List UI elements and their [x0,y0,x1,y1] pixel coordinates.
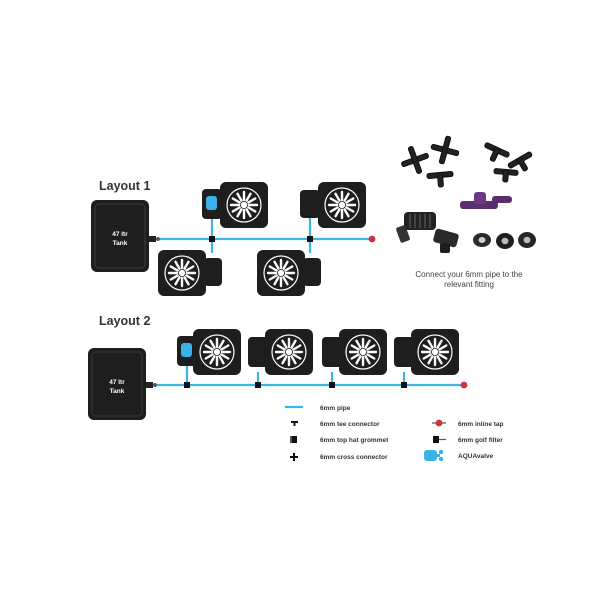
tee-connector-icon [255,382,261,388]
tee-connector-icon [484,142,510,162]
legend-item-tee: 6mm tee connector [291,421,380,428]
legend-item-cross: 6mm cross connector [290,453,388,461]
layout1-tank: 47 ltr Tank [91,200,149,272]
tee-connector-icon [426,171,454,188]
aquavalve-icon [181,343,192,357]
inline-tap-icon [368,235,376,243]
legend-label-inline-tap: 6mm inline tap [458,421,504,428]
legend-item-inline-tap: 6mm inline tap [432,419,504,428]
layout2-pot-2 [248,329,313,375]
golf-filter-icon [433,436,446,443]
legend-label-grommet: 6mm top hat grommet [320,437,389,444]
layout1-tank-label-line2: Tank [113,240,128,247]
legend: 6mm pipe 6mm tee connector 6mm top hat g… [285,405,504,462]
tee-connector-icon [291,421,298,426]
layout2-tank-label-line1: 47 ltr [109,379,125,386]
legend-item-grommet: 6mm top hat grommet [290,436,389,444]
golf-filter-icon [146,382,157,388]
inline-tap-icon [460,192,512,209]
layout1-pot-top-2 [300,182,366,228]
legend-label-pipe: 6mm pipe [320,405,351,412]
tee-connector-icon [401,382,407,388]
layout2-tank: 47 ltr Tank [88,348,146,420]
inline-tap-icon [432,419,446,427]
legend-label-aquavalve: AQUAvalve [458,453,494,460]
layout2-pot-1 [177,329,241,375]
top-hat-grommet-icon [290,436,297,443]
aquavalve-icon [424,449,444,462]
legend-label-tee: 6mm tee connector [320,421,380,428]
inline-tap-icon [460,381,468,389]
tee-connector-icon [493,168,519,183]
fittings-illustration [396,135,536,253]
cross-connector-icon [209,236,215,242]
aquavalve-icon [206,196,217,210]
legend-item-pipe: 6mm pipe [285,405,351,412]
legend-label-golf-filter: 6mm golf filter [458,437,503,444]
legend-item-aquavalve: AQUAvalve [424,449,494,462]
aquavalve-icon [433,228,459,253]
layout1-title: Layout 1 [99,179,150,193]
cross-connector-icon [307,236,313,242]
layout1-pot-top-1 [202,182,268,228]
tee-connector-icon [329,382,335,388]
reservoir-tank-icon [88,348,146,420]
cross-connector-icon [430,135,460,165]
legend-label-cross: 6mm cross connector [320,454,388,461]
golf-filter-icon [149,236,160,242]
layout1-pot-bottom-1 [158,250,222,296]
layout2-pot-3 [322,329,387,375]
golf-filter-icon [396,212,436,243]
fittings-caption-line1: Connect your 6mm pipe to the [415,270,523,279]
top-hat-grommet-icon [473,232,536,249]
cross-connector-icon [401,146,429,174]
layout1-pot-bottom-2 [257,250,321,296]
layout2-pot-4 [394,329,459,375]
tee-connector-icon [507,151,533,172]
reservoir-tank-icon [91,200,149,272]
tee-connector-icon [184,382,190,388]
legend-item-golf-filter: 6mm golf filter [433,436,503,444]
layout1-tank-label-line1: 47 ltr [112,231,128,238]
layout2-tank-label-line2: Tank [110,388,125,395]
cross-connector-icon [290,453,298,461]
fittings-caption-line2: relevant fitting [444,280,494,289]
layout2-title: Layout 2 [99,314,150,328]
